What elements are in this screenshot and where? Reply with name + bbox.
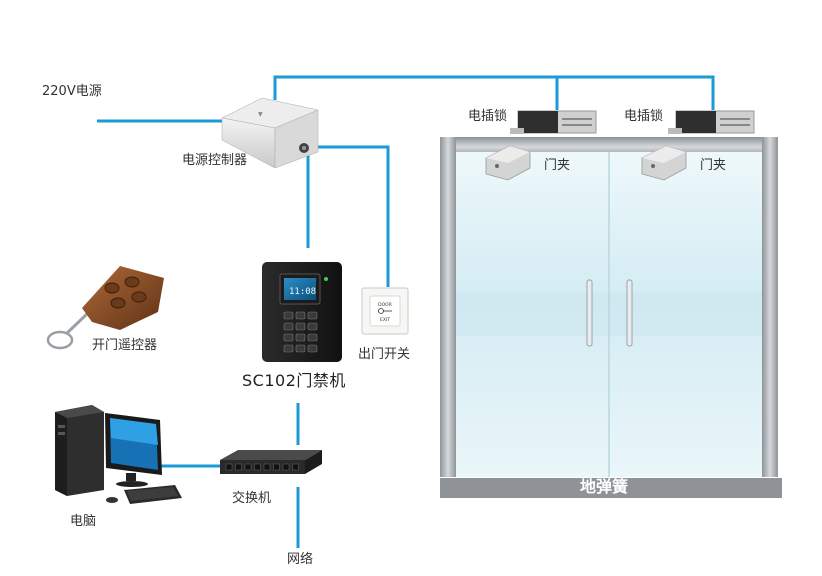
floor-spring-bar (440, 478, 782, 498)
switch-port (273, 463, 280, 471)
switch-ports (225, 463, 299, 471)
wiring (97, 75, 715, 548)
electric-lock-left (510, 110, 597, 134)
keypad-key (283, 344, 294, 353)
exit-button-text-bottom: EXIT (380, 317, 390, 323)
power-controller: ▼ (221, 97, 319, 169)
remote-control (46, 266, 164, 350)
electric-lock-right (668, 110, 755, 134)
access-controller-label: SC102门禁机 (242, 371, 346, 390)
keypad-key (295, 344, 306, 353)
svg-text:▼: ▼ (258, 111, 263, 118)
keypad-key (307, 311, 318, 320)
remote-label: 开门遥控器 (92, 338, 158, 353)
floor-spring-label: 地弹簧 (580, 477, 629, 496)
keypad-key (307, 344, 318, 353)
keypad-key (295, 322, 306, 331)
network-label: 网络 (287, 552, 314, 567)
switch-label: 交换机 (232, 491, 272, 506)
clamp-left-label: 门夹 (544, 158, 571, 173)
exit-button-text-top: DOOR (378, 302, 392, 308)
switch-port (282, 463, 290, 471)
clamp-right-label: 门夹 (700, 158, 727, 173)
keypad-key (295, 333, 306, 342)
door-clamp-left (485, 145, 531, 181)
wire-controller-to-exit (317, 145, 390, 287)
switch-port (244, 463, 252, 471)
network-switch (220, 450, 322, 474)
keypad-key (283, 311, 294, 320)
power-controller-label: 电源控制器 (182, 153, 248, 168)
switch-port (292, 463, 299, 471)
door-clamp-right (641, 145, 687, 181)
keypad-key (307, 333, 318, 342)
keypad-key (307, 322, 318, 331)
power-source-label: 220V电源 (42, 84, 102, 99)
switch-port (263, 463, 271, 471)
glass-door (440, 137, 782, 498)
access-controller-device: 11:08 (262, 262, 342, 362)
keypad-key (283, 322, 294, 331)
computer-label: 电脑 (70, 514, 97, 529)
keypad-key (295, 311, 306, 320)
exit-button-device: DOOR EXIT (361, 287, 409, 335)
wire-controller-to-locks (273, 75, 715, 110)
exit-button-label: 出门开关 (358, 347, 411, 362)
lcd-time: 11:08 (289, 287, 316, 297)
switch-port (235, 463, 242, 471)
keypad (283, 311, 318, 353)
switch-port (254, 463, 261, 471)
lock-right-label: 电插锁 (624, 109, 664, 124)
lock-left-label: 电插锁 (468, 109, 508, 124)
switch-port (225, 463, 233, 471)
computer (55, 405, 182, 504)
keypad-key (283, 333, 294, 342)
